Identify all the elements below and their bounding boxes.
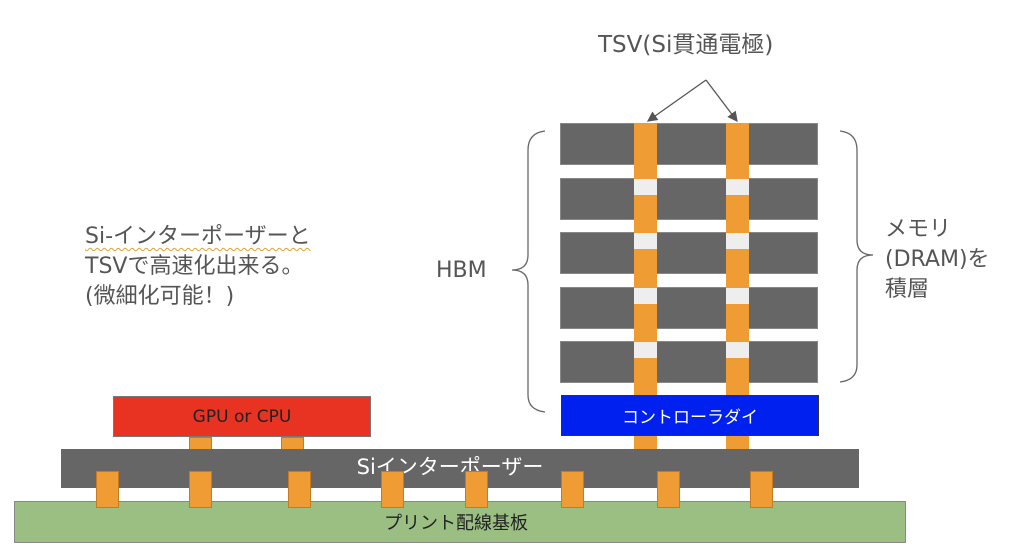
controller-die: コントローラダイ [561, 395, 819, 436]
arrow-left [646, 79, 707, 122]
tsv-spacer [726, 288, 749, 304]
tsv-spacer [726, 179, 749, 195]
arrow-right [705, 79, 738, 123]
tsv-spacer [634, 288, 657, 304]
memory-line: メモリ [885, 217, 952, 242]
tsv-spacer [726, 342, 749, 358]
note-line: TSVで高速化出来る。 [85, 254, 304, 279]
dram-layer [560, 232, 818, 274]
pcb-board: プリント配線基板 [14, 501, 906, 543]
pcb-bump [561, 471, 584, 508]
tsv-spacer [726, 233, 749, 249]
dram-layer [560, 287, 818, 329]
tsv-spacer [634, 233, 657, 249]
memory-label: メモリ (DRAM)を 積層 [885, 215, 990, 305]
pcb-bump [288, 471, 311, 508]
left-brace [511, 130, 546, 413]
gpu-bump [281, 437, 304, 450]
tsv-column [634, 123, 657, 449]
pcb-bump [381, 471, 404, 508]
pcb-bump [465, 471, 488, 508]
memory-line: (DRAM)を [885, 247, 990, 272]
tsv-spacer [634, 342, 657, 358]
pcb-bump [96, 471, 119, 508]
pcb-bump [657, 471, 680, 508]
dram-layer [560, 178, 818, 220]
note-text: Si-インターポーザーと TSVで高速化出来る。 (微細化可能！) [85, 222, 311, 312]
tsv-column [726, 123, 749, 449]
pcb-bump [750, 471, 773, 508]
dram-layer [560, 123, 818, 165]
tsv-label: TSV(Si貫通電極) [598, 32, 774, 58]
gpu-cpu-die: GPU or CPU [113, 396, 371, 437]
controller-label: コントローラダイ [622, 408, 758, 428]
pcb-bump [189, 471, 212, 508]
hbm-label: HBM [436, 258, 487, 283]
note-line: (微細化可能！) [85, 284, 235, 309]
tsv-spacer [634, 179, 657, 195]
gpu-label: GPU or CPU [192, 406, 292, 427]
memory-line: 積層 [885, 277, 930, 302]
si-interposer: Siインターポーザー [61, 449, 859, 488]
dram-layer [560, 341, 818, 383]
gpu-bump [189, 437, 212, 450]
right-brace [839, 130, 874, 383]
pcb-label: プリント配線基板 [384, 513, 528, 534]
note-line: Si-インターポーザーと [85, 224, 311, 249]
